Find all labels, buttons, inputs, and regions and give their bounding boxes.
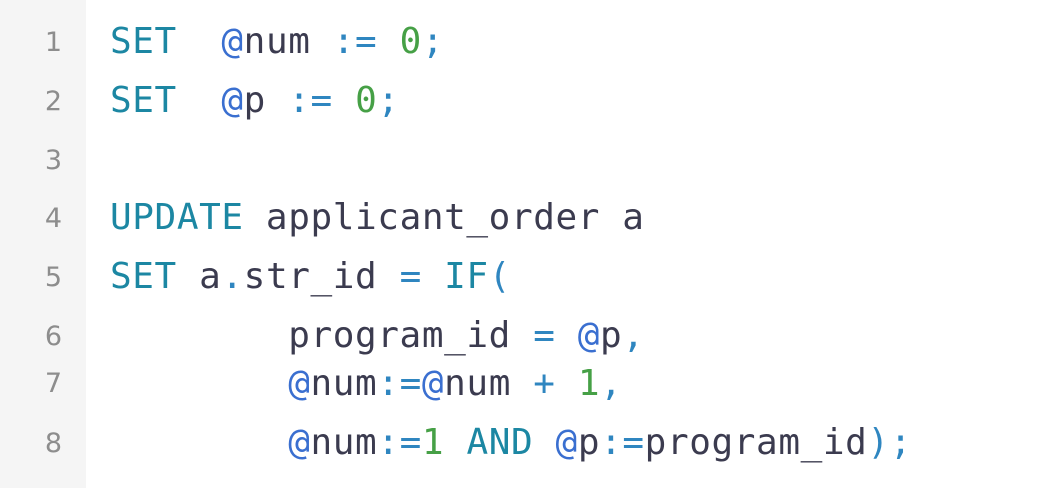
line-number: 6 <box>44 321 62 352</box>
code-line[interactable]: @num:=1 AND @p:=program_id); <box>110 421 912 465</box>
code-token: program_id <box>644 422 868 463</box>
code-token: ( <box>488 256 511 297</box>
line-number: 2 <box>44 86 62 117</box>
code-token <box>444 422 466 463</box>
code-token: 1 <box>577 363 601 404</box>
code-token: 1 <box>421 422 445 463</box>
code-token: , <box>622 315 645 356</box>
code-token <box>422 256 444 297</box>
code-token: str_id <box>243 256 400 297</box>
code-token: @ <box>288 422 311 463</box>
code-token: num <box>243 21 311 62</box>
line-number-gutter: 1 2 3 4 5 6 7 8 <box>0 0 86 488</box>
code-token: num <box>310 363 378 404</box>
code-token: p <box>577 422 601 463</box>
code-token: , <box>600 363 623 404</box>
code-token: UPDATE <box>110 197 244 238</box>
line-number: 7 <box>44 368 62 399</box>
code-line[interactable]: SET @p := 0; <box>110 79 400 123</box>
code-token: @ <box>421 363 445 404</box>
line-number: 3 <box>44 145 62 176</box>
code-token: a <box>176 256 222 297</box>
code-token: @ <box>221 80 244 121</box>
code-token: IF <box>444 256 489 297</box>
line-number: 1 <box>44 27 62 58</box>
code-line[interactable]: SET a.str_id = IF( <box>110 255 511 299</box>
code-token <box>555 315 577 356</box>
code-line[interactable]: SET @num := 0; <box>110 20 444 64</box>
code-token: SET <box>110 80 177 121</box>
code-token: ; <box>377 80 400 121</box>
code-token: @ <box>577 315 601 356</box>
code-token: @ <box>555 422 578 463</box>
line-number: 8 <box>44 428 62 459</box>
code-token: applicant_order a <box>243 197 645 238</box>
line-number: 4 <box>44 203 62 234</box>
code-token: = <box>533 315 556 356</box>
code-token <box>177 80 222 121</box>
code-token: + <box>510 363 578 404</box>
code-token: @ <box>221 21 244 62</box>
code-token: 0 <box>355 80 378 121</box>
code-token: := <box>310 21 400 62</box>
code-token: SET <box>110 256 177 297</box>
line-number: 5 <box>44 262 62 293</box>
code-token <box>110 422 288 463</box>
code-token: 0 <box>399 21 422 62</box>
code-token: := <box>377 422 422 463</box>
code-line[interactable]: UPDATE applicant_order a <box>110 196 645 240</box>
code-token: program_id <box>110 315 534 356</box>
code-token: := <box>377 363 422 404</box>
code-token: @ <box>288 363 311 404</box>
code-token: p <box>600 315 623 356</box>
code-token: SET <box>110 21 177 62</box>
code-token: . <box>221 256 244 297</box>
code-token: = <box>399 256 422 297</box>
code-token: num <box>310 422 378 463</box>
code-area[interactable]: SET @num := 0; SET @p := 0; UPDATE appli… <box>110 0 1054 488</box>
code-token: AND <box>466 422 534 463</box>
code-token <box>110 363 288 404</box>
code-token: := <box>600 422 645 463</box>
code-line[interactable]: program_id = @p, <box>110 314 645 358</box>
code-token: num <box>444 363 511 404</box>
code-token <box>177 21 222 62</box>
code-line[interactable]: @num:=@num + 1, <box>110 362 622 406</box>
code-token: p <box>243 80 266 121</box>
code-token <box>533 422 555 463</box>
code-token: ); <box>867 422 912 463</box>
code-token: ; <box>421 21 445 62</box>
code-token: := <box>265 80 356 121</box>
